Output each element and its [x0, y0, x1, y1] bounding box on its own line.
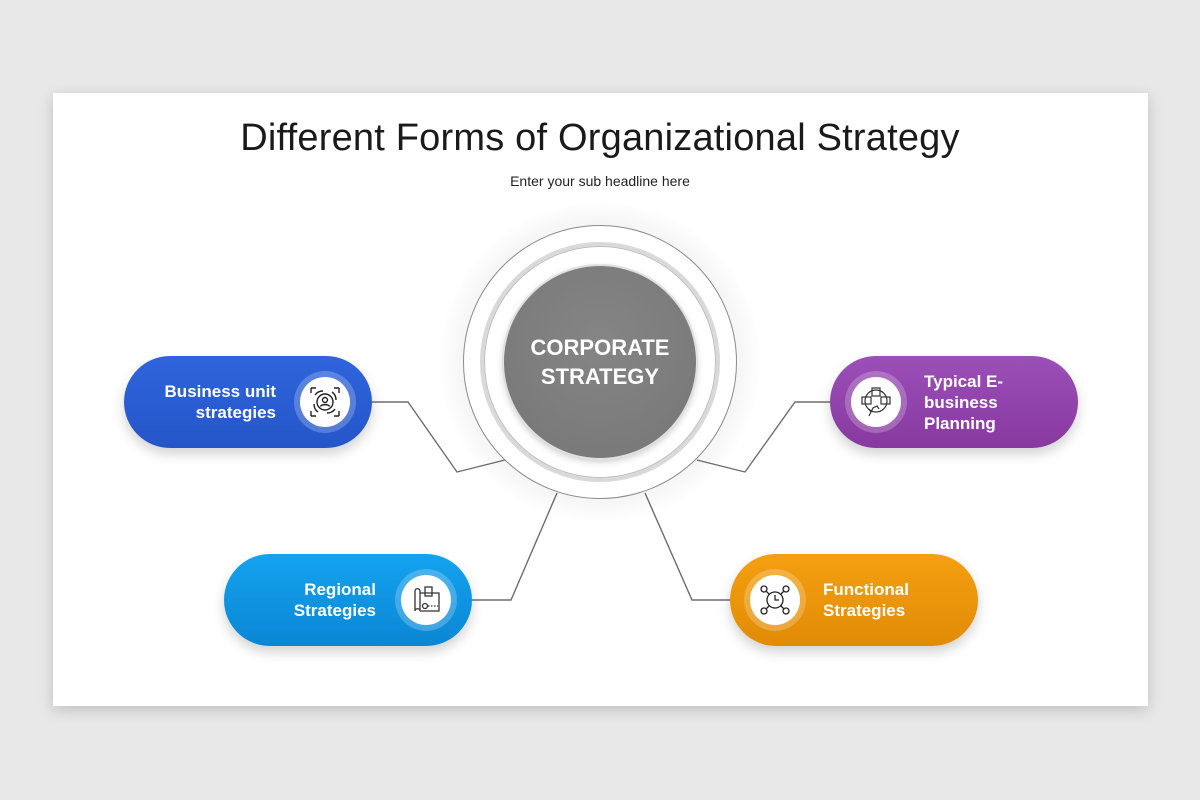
label-line: Regional [304, 580, 376, 599]
label-line: Typical E- [924, 372, 1004, 391]
slide-subtitle: Enter your sub headline here [510, 173, 690, 189]
map-location-icon [401, 575, 451, 625]
icon-badge [845, 371, 907, 433]
node-label: Business unit strategies [165, 381, 276, 423]
center-label-line1: CORPORATE [530, 335, 670, 360]
connector-business-unit [372, 401, 506, 473]
target-user-arrows-icon [300, 377, 350, 427]
node-label: Typical E- business Planning [924, 371, 1003, 434]
center-node-corporate-strategy: CORPORATE STRATEGY [504, 266, 696, 458]
connector-regional [472, 492, 558, 601]
node-label: Regional Strategies [294, 579, 376, 621]
label-line: Business unit [164, 382, 276, 401]
node-label: Functional Strategies [823, 579, 909, 621]
label-line: strategies [195, 403, 276, 422]
icon-badge [395, 569, 457, 631]
icon-badge [744, 569, 806, 631]
node-regional-strategies: Regional Strategies [224, 554, 472, 646]
connector-functional [644, 492, 730, 601]
clock-network-icon [750, 575, 800, 625]
label-line: business [924, 393, 998, 412]
icon-badge [294, 371, 356, 433]
hand-devices-globe-icon [851, 377, 901, 427]
connector-e-business [696, 401, 830, 473]
label-line: Planning [924, 414, 996, 433]
center-label-line2: STRATEGY [540, 364, 660, 389]
label-line: Strategies [293, 601, 376, 620]
node-functional-strategies: Functional Strategies [730, 554, 978, 646]
slide-title: Different Forms of Organizational Strate… [240, 117, 960, 159]
label-line: Functional [823, 580, 909, 599]
node-typical-e-business-planning: Typical E- business Planning [830, 356, 1078, 448]
node-business-unit-strategies: Business unit strategies [124, 356, 372, 448]
label-line: Strategies [823, 601, 906, 620]
